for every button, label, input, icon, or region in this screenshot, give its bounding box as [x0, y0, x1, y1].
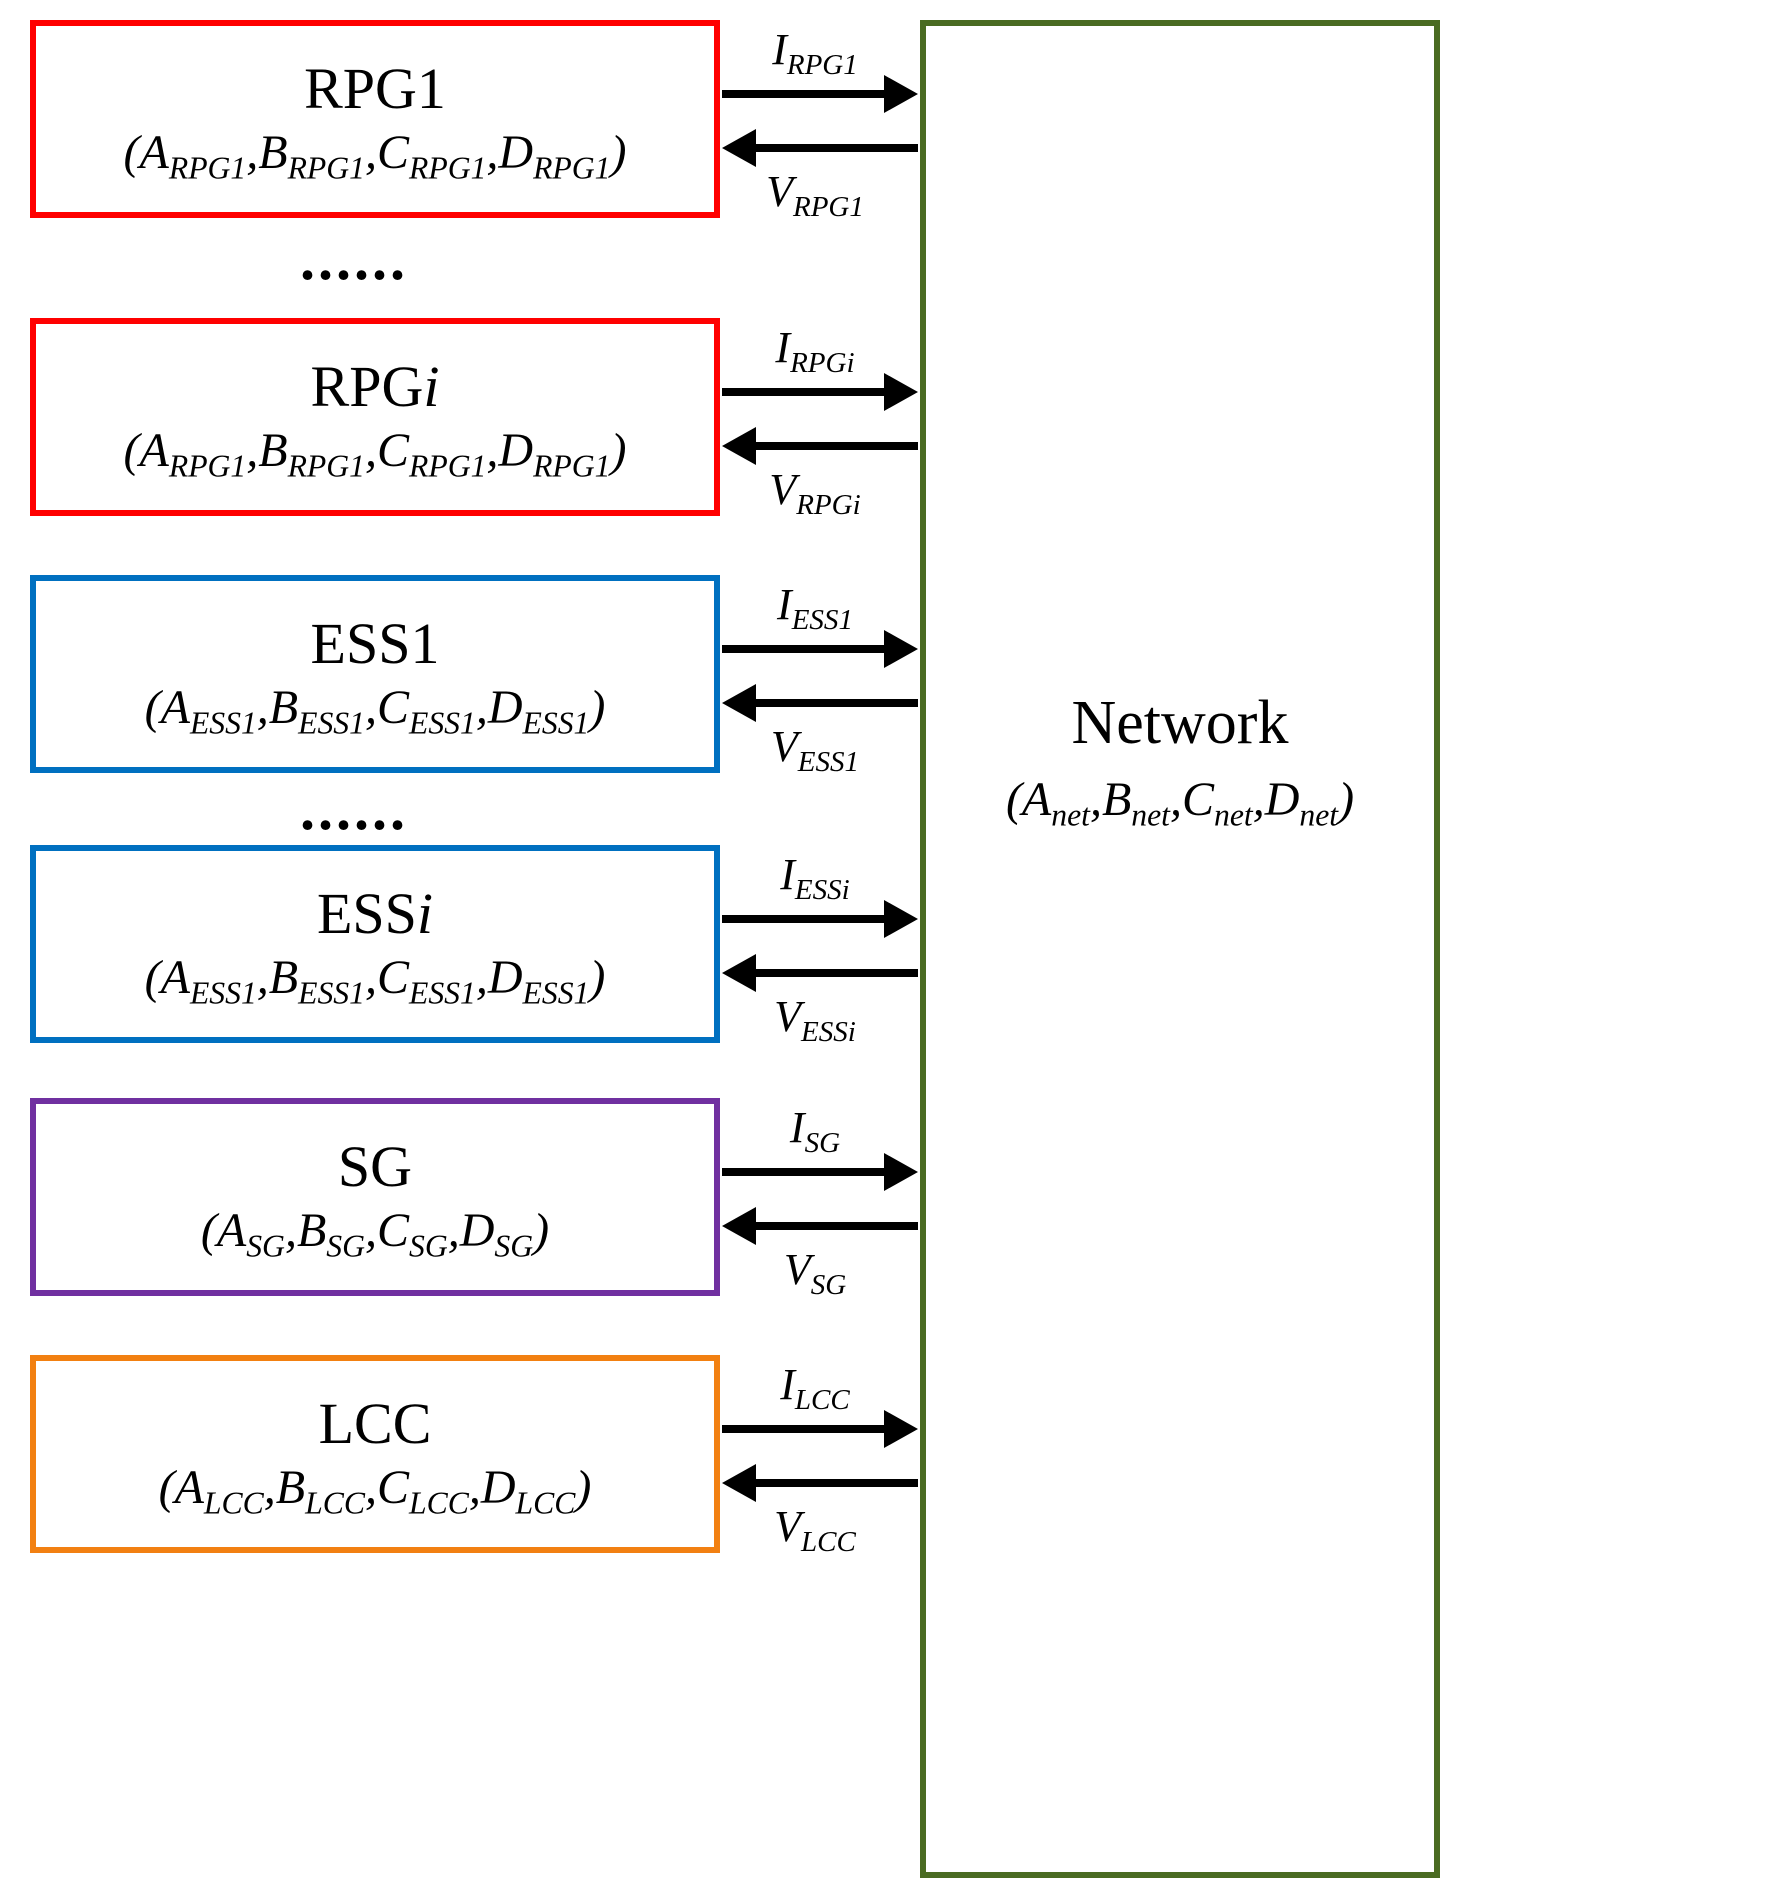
rpgi-current-arrow — [722, 388, 884, 396]
block-rpg1: RPG1 (ARPG1,BRPG1,CRPG1,DRPG1) — [30, 20, 720, 218]
ess1-current-arrow — [722, 645, 884, 653]
block-essi-title: ESSi — [316, 881, 434, 947]
rpg1-voltage-arrow — [756, 144, 918, 152]
rpgi-voltage-arrow — [756, 442, 918, 450]
block-rpgi-title: RPGi — [310, 354, 440, 420]
block-rpg1-title: RPG1 — [304, 56, 446, 122]
block-essi-params: (AESS1,BESS1,CESS1,DESS1) — [144, 951, 606, 1011]
ellipsis-ess: ...... — [300, 776, 408, 842]
essi-voltage-label: VESSi — [774, 992, 856, 1048]
block-lcc-params: (ALCC,BLCC,CLCC,DLCC) — [158, 1461, 592, 1521]
ess1-voltage-label: VESS1 — [770, 722, 860, 778]
sg-current-arrow — [722, 1168, 884, 1176]
rpgi-voltage-label: VRPGi — [769, 465, 861, 521]
lcc-current-label: ILCC — [780, 1360, 850, 1416]
block-essi: ESSi (AESS1,BESS1,CESS1,DESS1) — [30, 845, 720, 1043]
rpg1-current-arrow — [722, 90, 884, 98]
block-ess1-title: ESS1 — [310, 611, 440, 677]
rpgi-current-label: IRPGi — [775, 323, 855, 379]
sg-voltage-arrow — [756, 1222, 918, 1230]
essi-voltage-arrow — [756, 969, 918, 977]
ellipsis-rpg: ...... — [300, 226, 408, 292]
block-rpgi: RPGi (ARPG1,BRPG1,CRPG1,DRPG1) — [30, 318, 720, 516]
block-sg-title: SG — [337, 1134, 413, 1200]
network-content: Network (Anet,Bnet,Cnet,Dnet) — [926, 689, 1434, 833]
block-sg-params: (ASG,BSG,CSG,DSG) — [200, 1204, 550, 1264]
essi-current-label: IESSi — [780, 850, 850, 906]
essi-current-arrow — [722, 915, 884, 923]
block-rpgi-params: (ARPG1,BRPG1,CRPG1,DRPG1) — [123, 424, 627, 484]
rpg1-current-label: IRPG1 — [772, 25, 858, 81]
ess1-current-label: IESS1 — [777, 580, 853, 636]
network-params: (Anet,Bnet,Cnet,Dnet) — [1005, 773, 1355, 833]
block-rpg1-params: (ARPG1,BRPG1,CRPG1,DRPG1) — [123, 126, 627, 186]
block-ess1-params: (AESS1,BESS1,CESS1,DESS1) — [144, 681, 606, 741]
block-sg: SG (ASG,BSG,CSG,DSG) — [30, 1098, 720, 1296]
block-lcc-title: LCC — [318, 1391, 432, 1457]
lcc-voltage-arrow — [756, 1479, 918, 1487]
network-box: Network (Anet,Bnet,Cnet,Dnet) — [920, 20, 1440, 1878]
block-ess1: ESS1 (AESS1,BESS1,CESS1,DESS1) — [30, 575, 720, 773]
lcc-voltage-label: VLCC — [774, 1502, 856, 1558]
ess1-voltage-arrow — [756, 699, 918, 707]
rpg1-voltage-label: VRPG1 — [766, 167, 864, 223]
sg-current-label: ISG — [789, 1103, 841, 1159]
lcc-current-arrow — [722, 1425, 884, 1433]
block-lcc: LCC (ALCC,BLCC,CLCC,DLCC) — [30, 1355, 720, 1553]
network-title: Network — [1071, 689, 1289, 757]
sg-voltage-label: VSG — [783, 1245, 847, 1301]
